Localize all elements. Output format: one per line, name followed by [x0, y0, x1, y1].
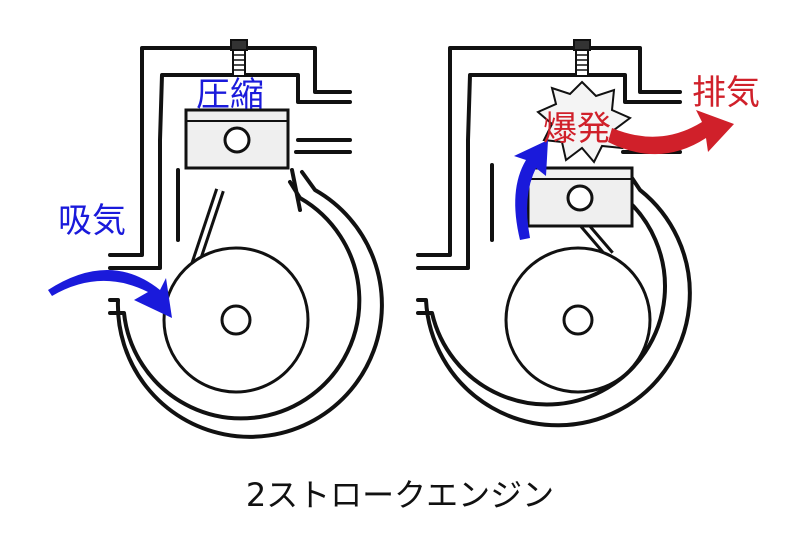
- exhaust-port-left: [294, 138, 352, 154]
- cylinder-wall-left: [176, 168, 302, 242]
- crankcase-outer-left: [108, 170, 384, 439]
- engine-left: [108, 46, 384, 439]
- crank-pin-left: [220, 304, 252, 336]
- crank-pin-right: [562, 304, 594, 336]
- intake-arrow-icon: [48, 270, 172, 318]
- spark-plug-left-icon: [230, 39, 248, 77]
- crankcase-inner-left: [108, 180, 362, 421]
- spark-plug-right-icon: [573, 39, 591, 77]
- caption: 2ストロークエンジン: [246, 476, 554, 514]
- piston-pin-left: [223, 126, 251, 154]
- casing-inner-right: [416, 73, 682, 270]
- transfer-arrow-icon: [514, 140, 548, 240]
- label-combustion: 爆発: [543, 109, 611, 149]
- exhaust-arrow-icon: [608, 110, 734, 155]
- label-intake: 吸気: [58, 201, 126, 241]
- crankcase-outer-right: [416, 170, 692, 428]
- piston-pin-right: [566, 184, 594, 212]
- crankcase-inner-right: [416, 180, 667, 407]
- crank-right: [504, 166, 652, 394]
- casing-inner-left: [108, 73, 352, 270]
- label-exhaust: 排気: [692, 73, 760, 113]
- explosion-burst-icon: [536, 80, 632, 164]
- casing-outer-left: [108, 46, 352, 257]
- crank-left: [162, 108, 310, 394]
- label-compression: 圧縮: [196, 75, 264, 115]
- casing-outer-right: [416, 46, 682, 257]
